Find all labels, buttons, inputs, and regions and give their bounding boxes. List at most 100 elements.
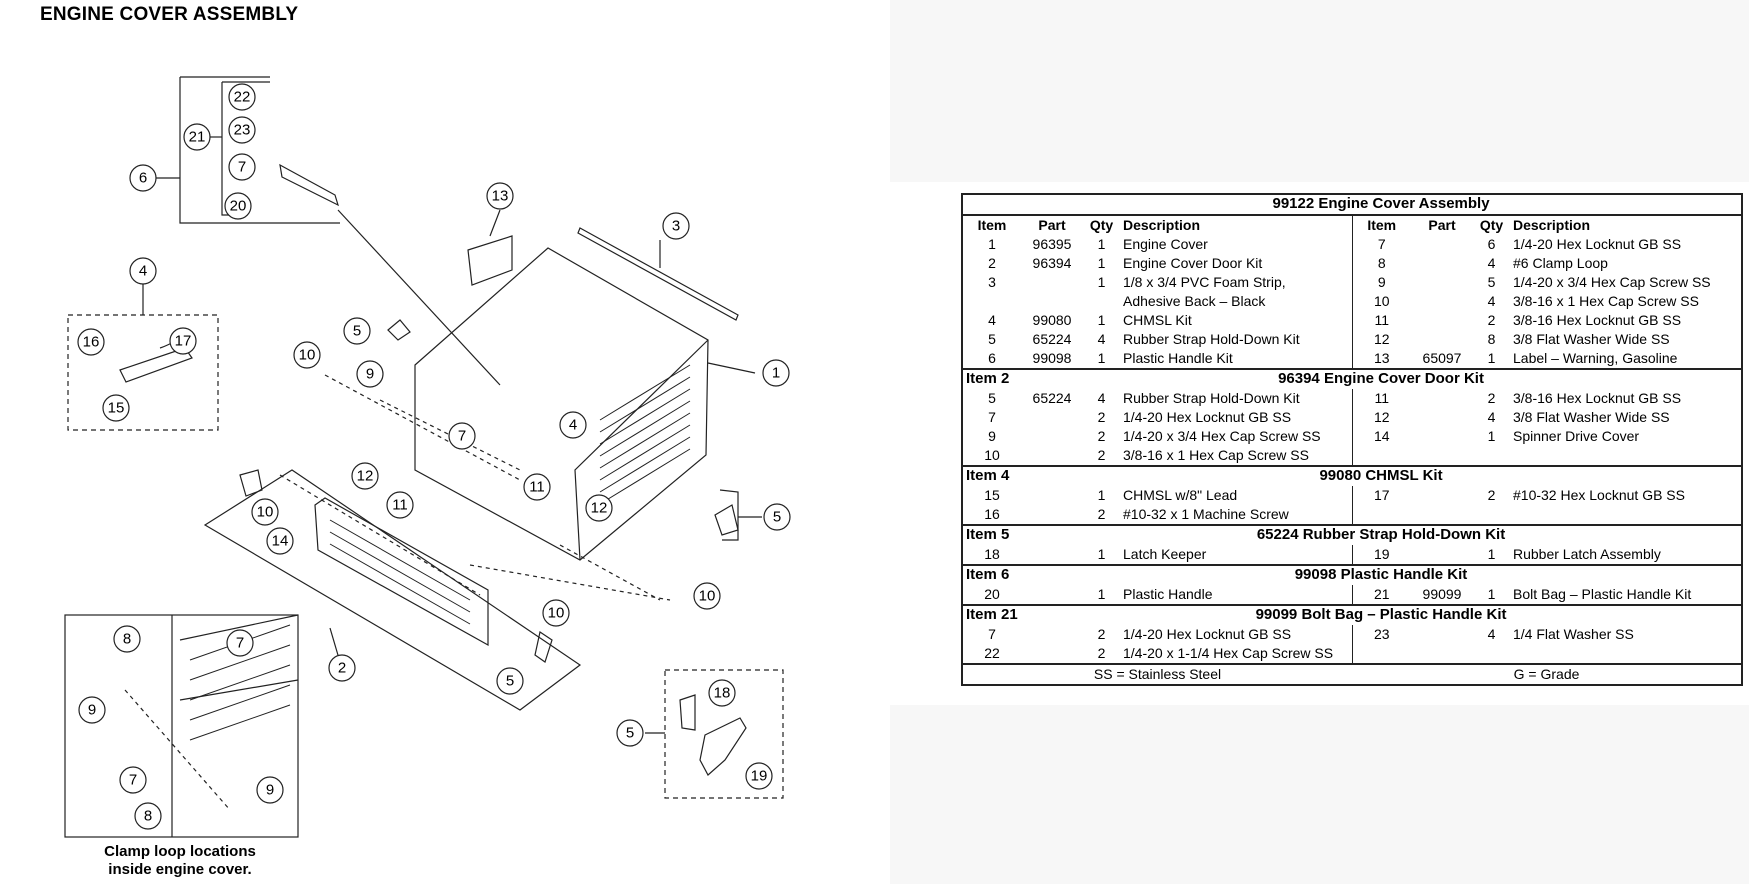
callout-number: 5 — [353, 323, 361, 340]
qty-cell — [1083, 292, 1120, 311]
description-cell: Spinner Drive Cover — [1513, 428, 1640, 444]
callout-7c: 7 — [226, 629, 254, 657]
part-cell — [1021, 427, 1083, 446]
item-cell — [1352, 505, 1411, 525]
part-cell: 65097 — [1422, 350, 1462, 366]
callout-4b: 4 — [559, 411, 587, 439]
diagram-panel — [0, 0, 890, 884]
part-cell — [1411, 311, 1473, 330]
callout-number: 15 — [108, 400, 125, 417]
callout-number: 10 — [299, 347, 316, 364]
callout-15: 15 — [102, 394, 130, 422]
callout-10d: 10 — [693, 582, 721, 610]
part-cell — [1411, 427, 1473, 446]
part-cell — [1411, 389, 1473, 408]
latch-5 — [387, 319, 411, 341]
section-item-label: Item 21 — [962, 604, 1021, 625]
part-cell — [1411, 330, 1473, 349]
callout-22: 22 — [228, 83, 256, 111]
qty-cell: 4 — [1487, 293, 1496, 309]
description-cell: #10-32 x 1 Machine Screw — [1120, 505, 1353, 525]
callout-number: 20 — [230, 198, 247, 215]
callout-number: 5 — [773, 509, 781, 526]
description-cell: 1/4-20 Hex Locknut GB SS — [1120, 408, 1353, 427]
item-cell: 2 — [988, 255, 996, 271]
item-cell: 3 — [988, 274, 996, 290]
callout-number: 7 — [458, 428, 466, 445]
callout-23: 23 — [228, 116, 256, 144]
description-cell: Adhesive Back – Black — [1120, 292, 1353, 311]
section-title: 99098 Plastic Handle Kit — [1021, 564, 1743, 585]
item-cell: 7 — [1377, 236, 1386, 252]
handle-part — [279, 163, 339, 207]
callout-21: 21 — [183, 123, 211, 151]
qty-cell: 1 — [1097, 312, 1106, 328]
qty-cell: 5 — [1487, 274, 1496, 290]
description-cell: 1/4-20 x 1-1/4 Hex Cap Screw SS — [1120, 644, 1353, 664]
column-header: Part — [1021, 214, 1083, 235]
part-cell: 65224 — [1032, 390, 1072, 406]
description-cell: 1/4 Flat Washer SS — [1513, 626, 1634, 642]
callout-19: 19 — [745, 762, 773, 790]
callout-17: 17 — [169, 327, 197, 355]
description-cell: Rubber Latch Assembly — [1513, 546, 1661, 562]
qty-cell: 2 — [1097, 447, 1106, 463]
item-cell: 1 — [988, 236, 996, 252]
latch-detail-box — [664, 669, 784, 799]
qty-cell — [1473, 644, 1510, 664]
description-cell: #10-32 Hex Locknut GB SS — [1513, 487, 1685, 503]
callout-8b: 8 — [134, 802, 162, 830]
item-cell: 19 — [1373, 546, 1390, 562]
callout-number: 13 — [492, 188, 509, 205]
qty-cell: 2 — [1097, 506, 1106, 522]
item-cell: 6 — [988, 350, 996, 366]
callout-number: 10 — [699, 588, 716, 605]
callout-number: 5 — [506, 673, 514, 690]
description-cell: 1/4-20 Hex Locknut GB SS — [1120, 625, 1353, 644]
callout-number: 10 — [257, 504, 274, 521]
callout-number: 9 — [366, 366, 374, 383]
item-cell: 12 — [1373, 409, 1390, 425]
door-panel-14 — [314, 497, 489, 647]
description-cell: Bolt Bag – Plastic Handle Kit — [1513, 586, 1692, 602]
callout-6: 6 — [129, 164, 157, 192]
item-cell: 13 — [1373, 350, 1390, 366]
callout-9b: 9 — [78, 696, 106, 724]
qty-cell: 4 — [1097, 331, 1106, 347]
callout-14: 14 — [266, 527, 294, 555]
callout-7b: 7 — [448, 422, 476, 450]
callout-5b: 5 — [763, 503, 791, 531]
qty-cell: 1 — [1097, 546, 1106, 562]
part-cell — [1411, 625, 1473, 644]
description-cell: Engine Cover — [1120, 235, 1353, 254]
description-cell: Rubber Strap Hold-Down Kit — [1120, 389, 1353, 408]
callout-12b: 12 — [585, 494, 613, 522]
callout-number: 17 — [175, 333, 192, 350]
item-cell: 11 — [1374, 312, 1390, 328]
callout-8a: 8 — [113, 625, 141, 653]
part-cell — [1411, 486, 1473, 505]
qty-cell: 2 — [1487, 487, 1496, 503]
description-cell: Label – Warning, Gasoline — [1513, 350, 1678, 366]
part-cell: 99099 — [1422, 586, 1462, 602]
callout-number: 18 — [714, 685, 731, 702]
callout-number: 16 — [83, 334, 100, 351]
item-cell: 23 — [1373, 626, 1390, 642]
callout-number: 1 — [772, 365, 780, 382]
qty-cell: 2 — [1487, 390, 1496, 406]
callout-number: 10 — [548, 605, 565, 622]
callout-number: 11 — [529, 479, 545, 496]
item-cell — [1352, 644, 1411, 664]
callout-number: 2 — [338, 660, 346, 677]
section-item-label: Item 6 — [962, 564, 1021, 585]
description-cell — [1510, 446, 1742, 466]
section-title: 99080 CHMSL Kit — [1021, 465, 1743, 486]
